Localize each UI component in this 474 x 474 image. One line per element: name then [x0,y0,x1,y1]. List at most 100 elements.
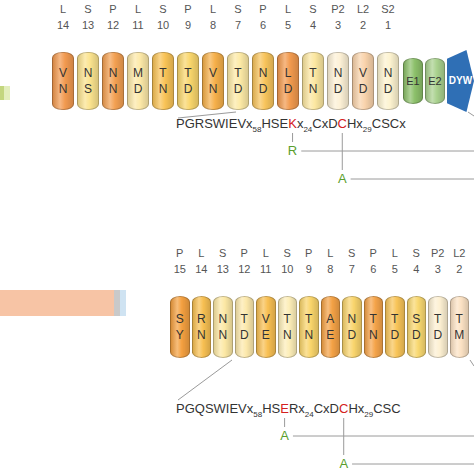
residue-letter: T [305,313,312,325]
motif-number: 12 [238,264,250,275]
leader-line [293,436,474,437]
motif-type: P [305,248,312,259]
residue-letter: Y [176,329,184,341]
motif-type: P [109,4,116,15]
motif-number: 10 [281,264,293,275]
residue-letter: M [454,329,464,341]
sequence-part: 29 [363,125,372,134]
ppr-motif: TN [278,296,298,358]
residue-letter: D [384,83,393,95]
sequence-part: 24 [305,410,314,419]
sequence-motif: PGRSWIEVx58HSEKx24CxDCHx29CSCx [176,117,406,134]
motif-number: 3 [335,20,341,31]
residue-letter: T [284,313,291,325]
ppr-motif: TD [428,296,448,358]
ppr-motif: RN [192,296,212,358]
motif-number: 12 [107,20,119,31]
residue-letter: D [134,83,143,95]
residue-letter: N [304,329,313,341]
sequence-part: Hx [347,116,363,131]
residue-letter: N [218,329,227,341]
motif-number: 7 [235,20,241,31]
ppr-motif: TD [235,296,255,358]
residue-letter: N [384,67,393,79]
mutation-residue: A [339,457,348,470]
domain-bar [114,290,120,316]
leader-line [342,133,343,170]
residue-letter: N [309,83,318,95]
motif-number: 7 [349,264,355,275]
residue-letter: V [59,67,67,79]
motif-number: 15 [174,264,186,275]
leader-line [468,112,474,116]
motif-number: 2 [456,264,462,275]
residue-letter: N [283,329,292,341]
residue-letter: N [334,67,343,79]
motif-type: S [84,4,91,15]
residue-letter: D [433,329,442,341]
sequence-motif: PGQSWIEVx58HSERx24CxDCHx29CSC [176,402,401,419]
sequence-part: PGRSWIEVx [176,116,253,131]
residue-letter: N [109,67,118,79]
motif-number: 11 [132,20,143,31]
ppr-motif: TN [152,52,174,110]
motif-number: 5 [392,264,398,275]
leader-line [351,179,474,180]
sequence-part: E [280,401,289,416]
ppr-motif: TD [385,296,405,358]
motif-number: 11 [260,264,271,275]
leader-line [284,418,285,427]
residue-letter: E [326,329,334,341]
residue-letter: T [234,67,241,79]
ppr-motif: NS [77,52,99,110]
residue-letter: D [347,329,356,341]
leader-line [343,418,344,455]
ppr-motif: TN [299,296,319,358]
residue-letter: N [347,313,356,325]
sequence-part: C [339,401,348,416]
sequence-part: 29 [364,410,373,419]
motif-number: 4 [310,20,316,31]
motif-number: 8 [327,264,333,275]
leader-line [352,464,474,465]
motif-number: 6 [260,20,266,31]
domain-bar [0,86,4,100]
mutation-residue: A [338,172,347,185]
residue-letter: D [412,329,421,341]
motif-number: 2 [360,20,366,31]
residue-letter: N [109,83,118,95]
motif-type: L [327,248,333,259]
e-domain: E1 [403,58,423,104]
residue-letter: N [197,329,206,341]
residue-letter: D [184,83,193,95]
residue-letter: T [434,313,441,325]
motif-number: 14 [195,264,207,275]
dyw-domain: DYW [447,50,474,112]
residue-letter: R [197,313,206,325]
motif-type: S [413,248,420,259]
motif-number: 9 [185,20,191,31]
domain-name: E1 [406,76,419,87]
motif-number: 5 [285,20,291,31]
motif-type: S2 [381,4,394,15]
residue-letter: D [240,329,249,341]
residue-letter: T [456,313,463,325]
motif-type: P2 [431,248,444,259]
ppr-motif: NN [213,296,233,358]
residue-letter: D [259,83,268,95]
leader-line [301,151,474,152]
residue-letter: V [262,313,270,325]
motif-type: L [392,248,398,259]
motif-number: 6 [370,264,376,275]
motif-number: 9 [306,264,312,275]
residue-letter: N [259,67,268,79]
motif-type: P [259,4,266,15]
residue-letter: D [284,83,293,95]
ppr-motif: VE [256,296,276,358]
ppr-motif: NN [102,52,124,110]
ppr-motif: AE [321,296,341,358]
residue-letter: E [262,329,270,341]
ppr-motif: ND [327,52,349,110]
residue-letter: N [59,83,68,95]
leader-line [470,360,474,366]
